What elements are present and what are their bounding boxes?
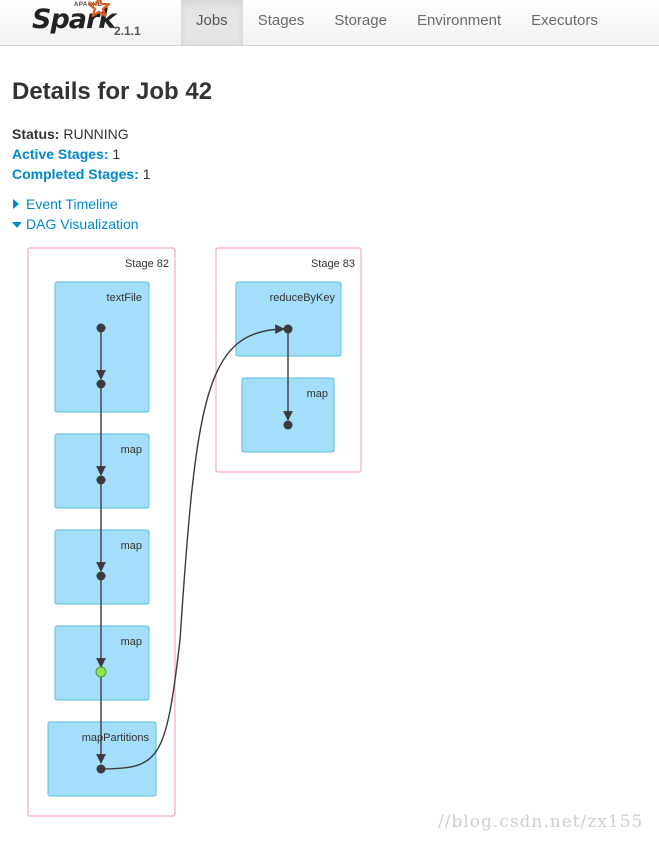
caret-down-icon	[12, 214, 26, 234]
tab-stages[interactable]: Stages	[257, 12, 305, 29]
completed-stages-row: Completed Stages: 1	[12, 164, 151, 184]
active-stages-value: 1	[112, 146, 121, 162]
stage-label: Stage 82	[125, 258, 169, 270]
operation-label: reduceByKey	[270, 292, 336, 304]
dag-dots	[95, 323, 293, 774]
event-timeline-toggle[interactable]: Event Timeline	[12, 194, 139, 214]
operation-label: textFile	[107, 292, 142, 304]
rdd-dot[interactable]	[283, 420, 293, 430]
nav-tabs: Jobs Stages Storage Environment Executor…	[181, 0, 613, 46]
brand-version: 2.1.1	[114, 24, 141, 38]
operation-node[interactable]: map	[54, 529, 150, 605]
dag-graph: Stage 82 textFile map map map mapPartiti…	[27, 247, 362, 817]
spark-logo[interactable]: Spark APACHE 2.1.1	[30, 0, 180, 46]
operation-node[interactable]: map	[54, 433, 150, 509]
dag-visualization-label: DAG Visualization	[26, 216, 139, 232]
tab-storage[interactable]: Storage	[334, 12, 387, 29]
rdd-dot[interactable]	[96, 475, 106, 485]
operation-label: map	[121, 636, 142, 648]
rdd-dot-cached[interactable]	[95, 666, 107, 678]
top-navbar: Spark APACHE 2.1.1 Jobs Stages Storage E…	[0, 0, 659, 46]
operation-node[interactable]: reduceByKey	[235, 281, 342, 357]
operation-label: map	[307, 388, 328, 400]
active-stages-row: Active Stages: 1	[12, 144, 151, 164]
status-value: RUNNING	[63, 126, 129, 142]
job-summary: Status: RUNNING Active Stages: 1 Complet…	[12, 124, 151, 184]
stage-label: Stage 83	[311, 258, 355, 270]
spark-star-icon	[88, 0, 110, 18]
operation-label: mapPartitions	[82, 732, 150, 744]
operation-node[interactable]: textFile	[54, 281, 150, 413]
brand-apache: APACHE	[74, 2, 102, 8]
tab-executors[interactable]: Executors	[531, 12, 598, 29]
status-row: Status: RUNNING	[12, 124, 151, 144]
page-title: Details for Job 42	[12, 78, 213, 105]
visualization-toggles: Event Timeline DAG Visualization	[12, 194, 139, 234]
active-stages-link[interactable]: Active Stages:	[12, 146, 109, 162]
rdd-dot[interactable]	[96, 764, 106, 774]
operation-node[interactable]: mapPartitions	[47, 721, 157, 797]
completed-stages-link[interactable]: Completed Stages:	[12, 166, 139, 182]
tab-environment[interactable]: Environment	[416, 12, 502, 29]
rdd-dot[interactable]	[96, 323, 106, 333]
rdd-dot[interactable]	[283, 324, 293, 334]
watermark: //blog.csdn.net/zx155	[438, 812, 644, 832]
rdd-dot[interactable]	[96, 379, 106, 389]
rdd-dot[interactable]	[96, 571, 106, 581]
completed-stages-value: 1	[142, 166, 151, 182]
operation-label: map	[121, 444, 142, 456]
dag-cross-stage-edge	[100, 324, 285, 770]
dag-edges	[96, 324, 293, 770]
status-label: Status:	[12, 126, 60, 142]
operation-label: map	[121, 540, 142, 552]
tab-jobs[interactable]: Jobs	[181, 0, 243, 45]
event-timeline-label: Event Timeline	[26, 196, 118, 212]
dag-visualization-toggle[interactable]: DAG Visualization	[12, 214, 139, 234]
operation-node[interactable]: map	[54, 625, 150, 701]
caret-right-icon	[12, 194, 26, 214]
